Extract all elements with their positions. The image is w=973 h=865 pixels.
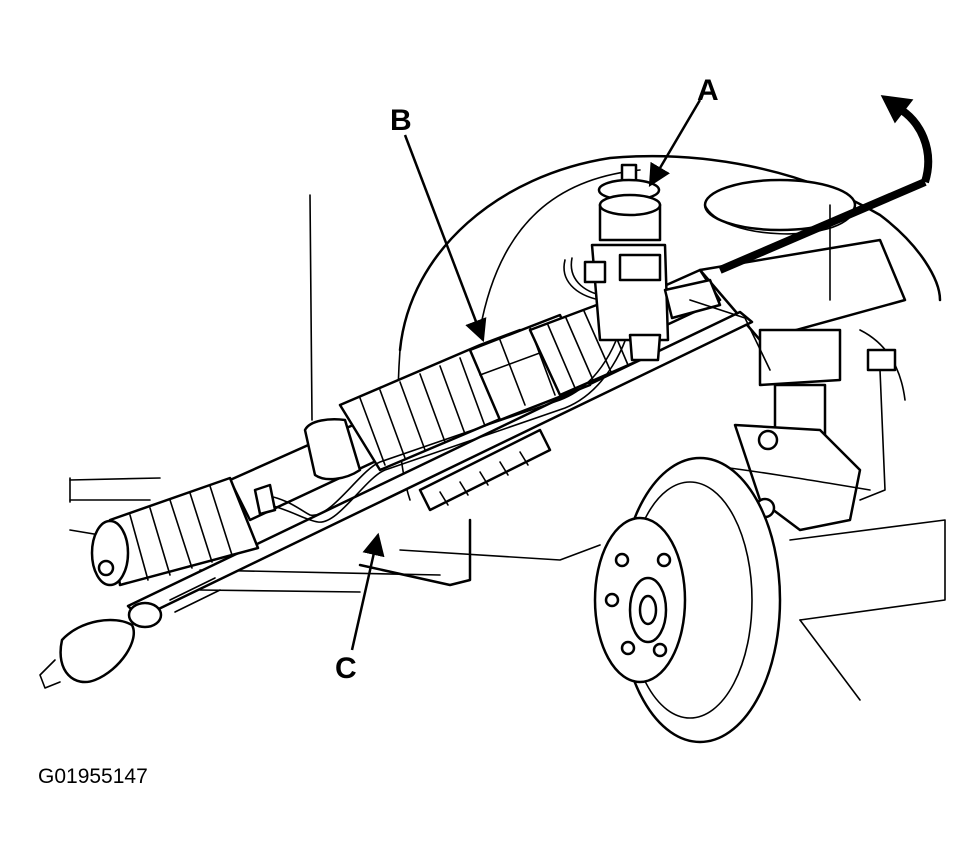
callout-b-leader — [403, 134, 487, 343]
figure-id: G01955147 — [38, 765, 148, 788]
steering-rack-housing — [90, 268, 722, 587]
wheel-well-outline — [358, 154, 942, 587]
brake-rotor — [593, 456, 782, 744]
steering-gear-valve — [583, 163, 670, 362]
direction-arrow — [718, 95, 933, 274]
callout-c-label: C — [335, 652, 357, 685]
callout-a-label: A — [697, 74, 719, 107]
strut-assembly — [698, 178, 907, 501]
hydraulic-lines — [253, 257, 634, 523]
callout-c-leader — [350, 532, 385, 651]
callout-a-leader — [648, 99, 702, 187]
intermediate-shaft — [663, 278, 771, 371]
callout-b-label: B — [390, 104, 412, 137]
tie-rod — [39, 310, 754, 689]
